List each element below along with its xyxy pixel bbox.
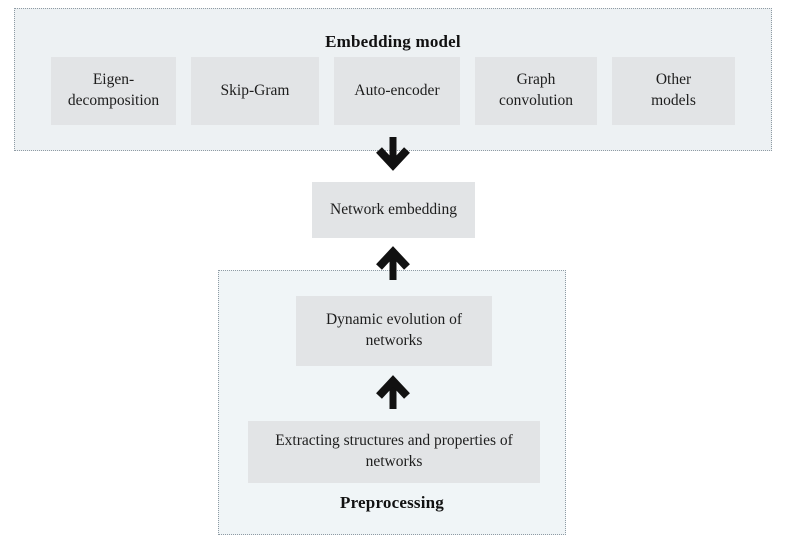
node-extracting-structures: Extracting structures and properties of … [248, 421, 540, 483]
node-label: Auto-encoder [354, 81, 440, 99]
node-skip-gram: Skip-Gram [191, 57, 319, 125]
embedding-model-row: Eigen- decomposition Skip-Gram Auto-enco… [15, 57, 771, 125]
node-label: Skip-Gram [220, 81, 290, 99]
node-network-embedding: Network embedding [312, 182, 475, 238]
node-auto-encoder: Auto-encoder [334, 57, 460, 125]
embedding-model-section: Embedding model Eigen- decomposition Ski… [14, 8, 772, 151]
embedding-model-title: Embedding model [325, 32, 461, 51]
up-arrow-icon [374, 375, 412, 411]
node-dynamic-evolution: Dynamic evolution of networks [296, 296, 492, 366]
node-label: Eigen- decomposition [67, 71, 160, 109]
preprocessing-title: Preprocessing [340, 493, 444, 512]
down-arrow-icon [374, 135, 412, 171]
node-eigen-decomposition: Eigen- decomposition [51, 57, 176, 125]
node-graph-convolution: Graph convolution [475, 57, 597, 125]
node-label: Graph convolution [498, 71, 574, 109]
node-label: Dynamic evolution of networks [325, 311, 463, 349]
node-label: Extracting structures and properties of … [275, 432, 513, 470]
node-label: Other models [651, 71, 696, 109]
node-other-models: Other models [612, 57, 735, 125]
node-label: Network embedding [330, 200, 457, 218]
up-arrow-icon [374, 246, 412, 282]
